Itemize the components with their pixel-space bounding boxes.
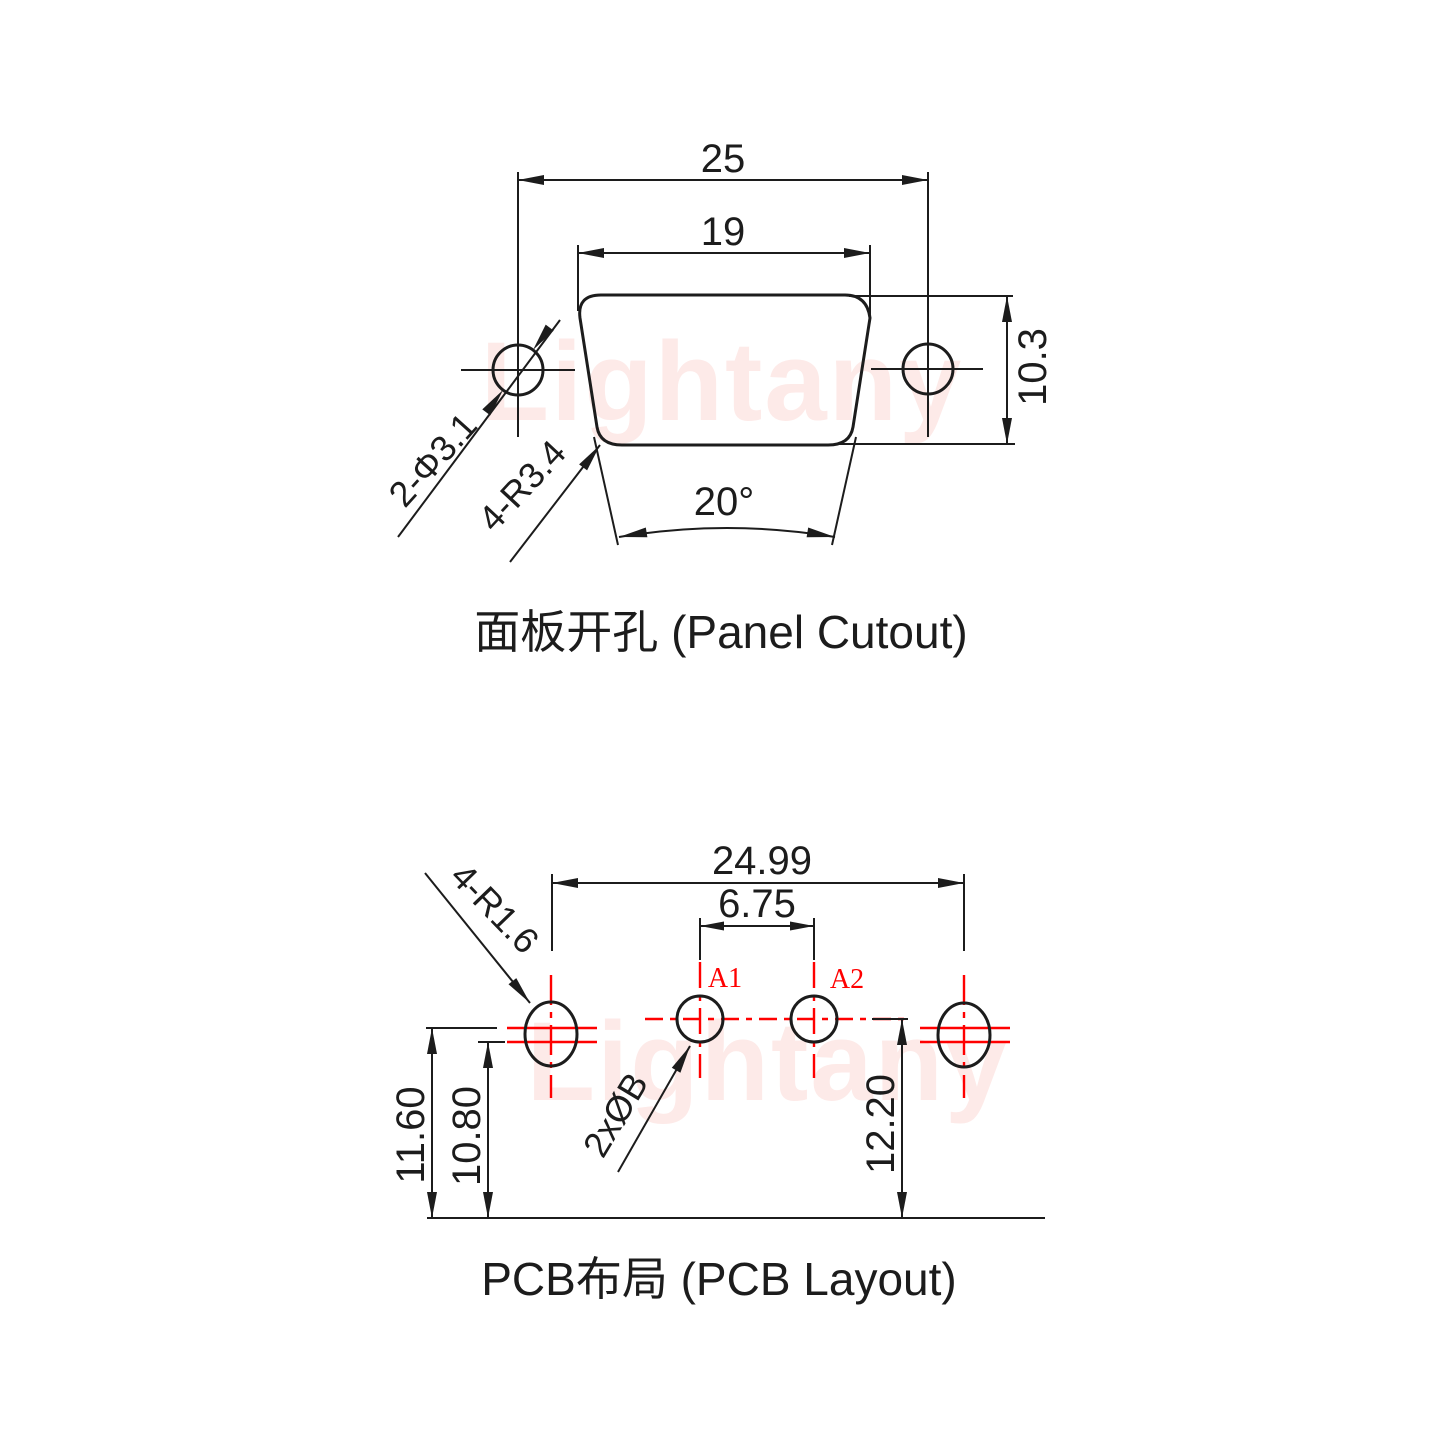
dim-19: 19 xyxy=(577,210,871,319)
watermark-top: Lightany xyxy=(481,319,964,444)
pcb-layout-title: PCB布局 (PCB Layout) xyxy=(481,1253,956,1305)
label-pad-radius: 4-R1.6 xyxy=(443,855,548,961)
mounting-hole-left xyxy=(461,343,575,397)
dim-25-value: 25 xyxy=(701,137,746,181)
label-hole-diameter: 2-Φ3.1 xyxy=(380,405,485,515)
dim-10-80-value: 10.80 xyxy=(445,1086,489,1186)
dim-11-60: 11.60 xyxy=(389,1027,497,1218)
dim-angle-20: 20° xyxy=(593,436,857,546)
centerlines-red xyxy=(507,962,1010,1098)
label-corner-radius: 4-R3.4 xyxy=(470,432,574,539)
pad-a1: A1 xyxy=(675,963,742,1044)
mounting-hole-right xyxy=(871,342,983,396)
leader-pad-radius: 4-R1.6 xyxy=(424,855,548,1004)
dim-24-99: 24.99 xyxy=(551,839,965,951)
panel-cutout-title: 面板开孔 (Panel Cutout) xyxy=(474,606,967,658)
pad-a1-label: A1 xyxy=(708,963,742,994)
dim-11-60-value: 11.60 xyxy=(389,1086,433,1183)
dsub-cutout-outline xyxy=(578,293,872,447)
dim-24-99-value: 24.99 xyxy=(712,839,812,883)
dim-10-80: 10.80 xyxy=(445,1041,505,1218)
dim-25: 25 xyxy=(517,137,929,437)
dim-10-3: 10.3 xyxy=(838,295,1055,445)
pad-a2-label: A2 xyxy=(830,964,864,995)
dim-19-value: 19 xyxy=(701,210,746,254)
leader-corner-radius: 4-R3.4 xyxy=(470,432,601,563)
mounting-pad-right xyxy=(936,1001,992,1069)
dim-6-75-value: 6.75 xyxy=(718,882,796,926)
dim-10-3-value: 10.3 xyxy=(1011,328,1055,406)
pad-a2: A2 xyxy=(789,964,864,1044)
dim-12-20: 12.20 xyxy=(859,1018,908,1218)
dim-angle-value: 20° xyxy=(694,480,755,524)
dim-6-75: 6.75 xyxy=(699,882,815,960)
dim-12-20-value: 12.20 xyxy=(859,1074,903,1174)
mounting-pad-left xyxy=(523,1000,579,1068)
